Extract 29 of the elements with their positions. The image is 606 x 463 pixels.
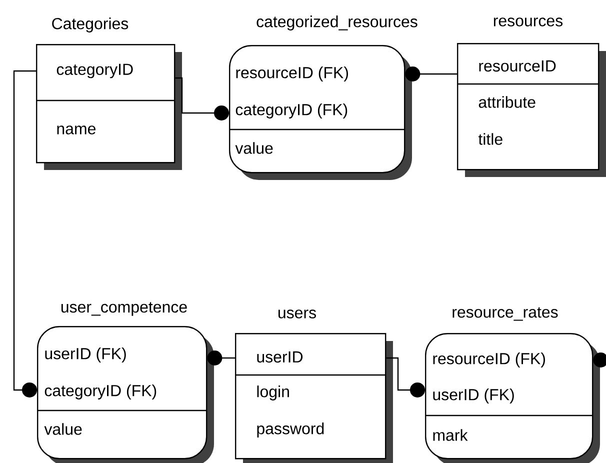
field-name: resourceID (FK) [236, 66, 348, 82]
field-name: userID (FK) [433, 388, 514, 404]
field-name: userID (FK) [45, 348, 126, 362]
field-name: title [478, 133, 502, 145]
field-name: name [57, 126, 96, 134]
field-name: attribute [478, 96, 536, 108]
field-name: mark [433, 429, 468, 441]
connector [175, 77, 229, 120]
field-name: categoryID (FK) [44, 384, 156, 400]
field-name: login [257, 386, 289, 400]
field-name: password [257, 422, 324, 438]
entity-title: resources [494, 18, 563, 26]
connector [207, 350, 235, 366]
entity-title: Categories [52, 18, 128, 32]
connector [13, 70, 37, 398]
entity-title: user_competence [61, 302, 187, 316]
field-name: categoryID [56, 64, 133, 78]
field-name: value [44, 423, 82, 435]
field-name: resourceID (FK) [433, 352, 545, 368]
field-name: userID [257, 351, 303, 363]
connector [593, 352, 606, 368]
entity-title: users [278, 310, 316, 318]
connector [405, 66, 457, 82]
entity-title: resource_rates [452, 307, 558, 321]
entity-title: categorized_resources [256, 16, 418, 30]
connector [386, 357, 425, 398]
field-name: resourceID [479, 60, 556, 72]
field-name: categoryID (FK) [236, 104, 348, 118]
field-name: value [235, 142, 273, 154]
